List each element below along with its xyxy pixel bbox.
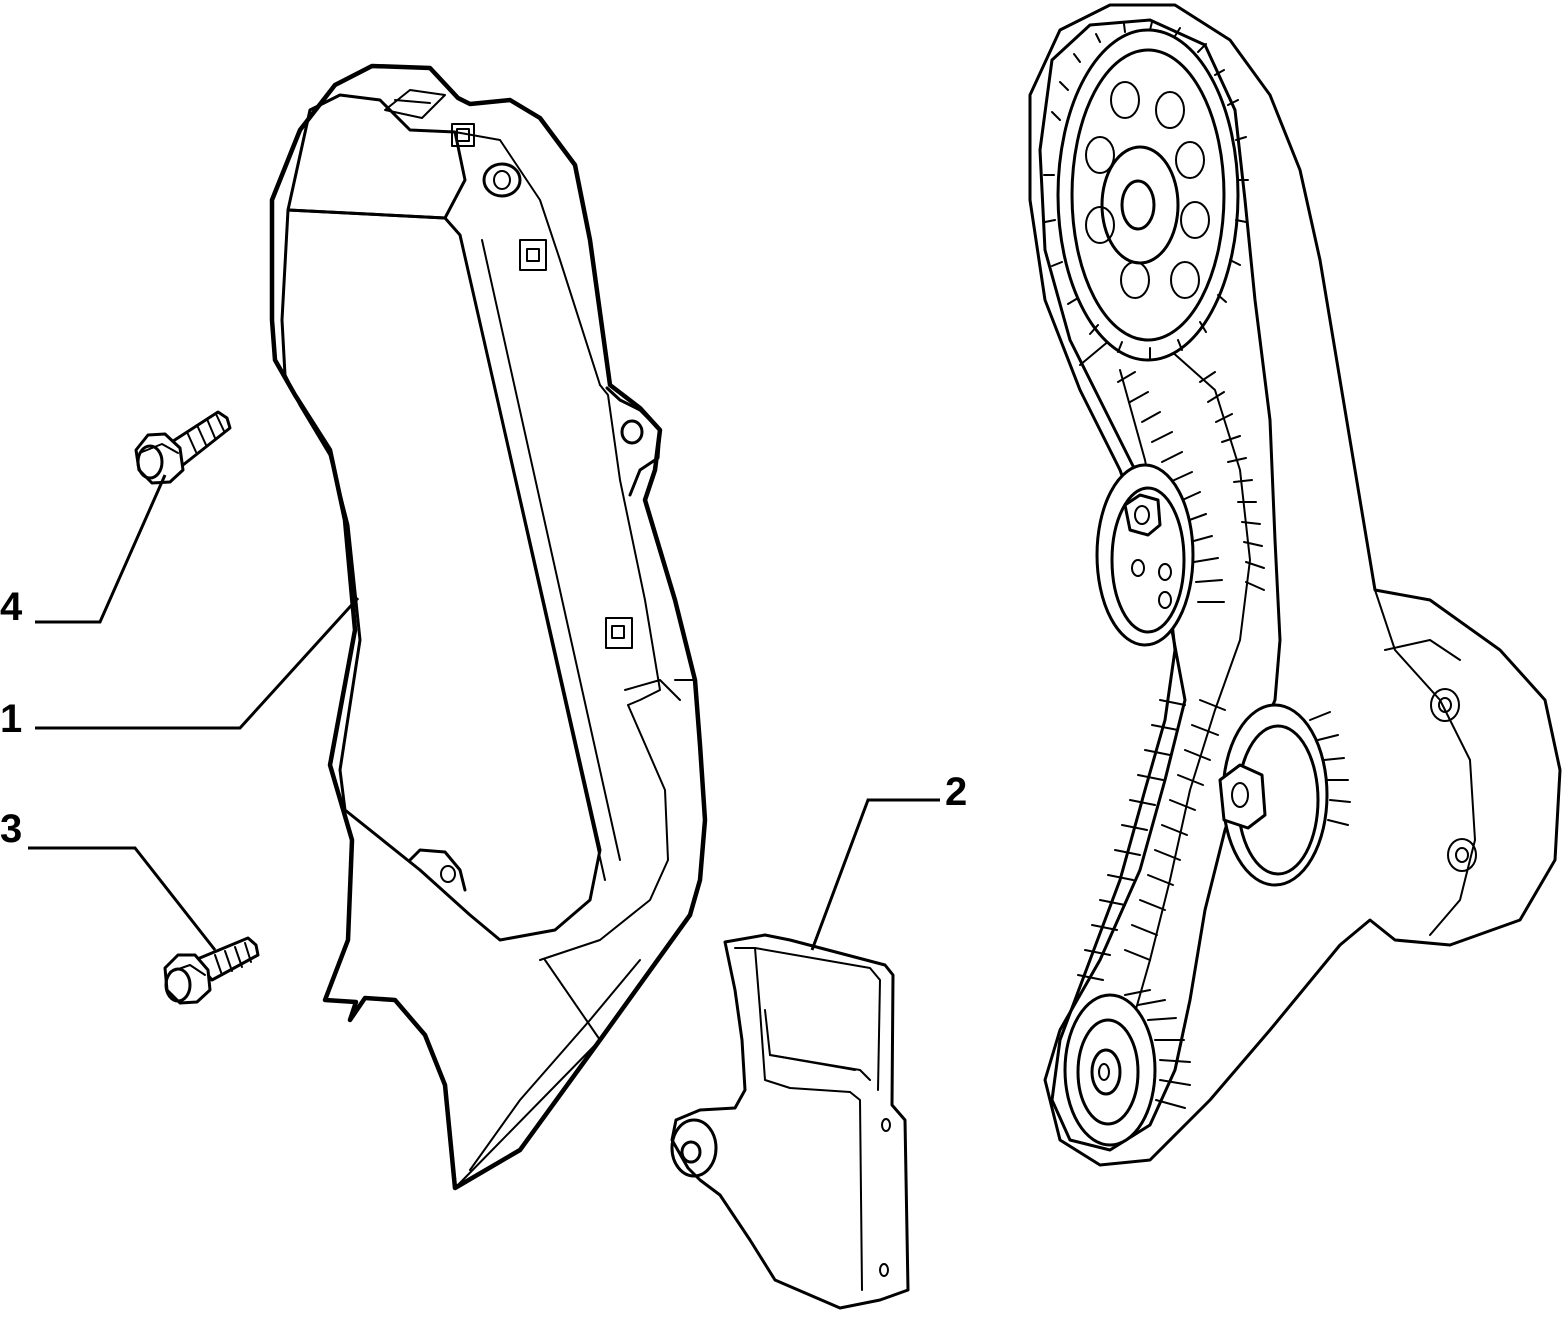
belt-teeth-lower-run <box>1077 699 1226 981</box>
timing-belt-assembly <box>1028 3 1562 1167</box>
screw-part-3 <box>163 936 260 1005</box>
callout-1: 1 <box>0 697 22 741</box>
belt-teeth-upper-run <box>1117 371 1265 603</box>
idler-pulley <box>1218 703 1351 887</box>
callout-3: 3 <box>0 807 22 851</box>
camshaft-pulley <box>1043 21 1249 362</box>
crankshaft-sprocket <box>1063 989 1191 1147</box>
callout-leaders <box>28 474 940 951</box>
callout-4: 4 <box>0 585 23 629</box>
screw-part-4 <box>134 410 232 485</box>
tensioner-pulley <box>1095 463 1195 647</box>
callout-2: 2 <box>945 770 967 814</box>
timing-cover-lower-part <box>670 933 910 1310</box>
timing-cover-outer-part <box>269 63 708 1191</box>
callout-labels: 4 1 3 2 <box>0 585 967 851</box>
